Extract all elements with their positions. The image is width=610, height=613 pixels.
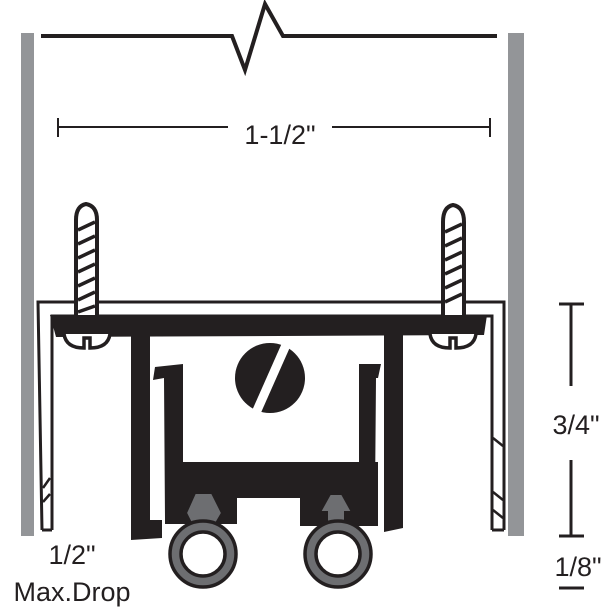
housing-hatch bbox=[41, 437, 504, 519]
height-label: 3/4" bbox=[552, 410, 599, 440]
top-plate bbox=[50, 315, 487, 337]
width-label: 1-1/2" bbox=[244, 120, 315, 150]
drop-caption-label: Max.Drop bbox=[13, 577, 130, 607]
right-jamb bbox=[508, 33, 524, 536]
width-dimension: 1-1/2" bbox=[57, 118, 491, 150]
right-mounting-screw-icon bbox=[428, 202, 478, 350]
right-bulb-seal bbox=[303, 519, 373, 589]
height-dimension bbox=[559, 302, 584, 590]
door-break-line bbox=[41, 0, 497, 77]
inner-carrier bbox=[131, 332, 403, 540]
left-jamb bbox=[21, 33, 34, 536]
drop-value-label: 1/2" bbox=[48, 540, 95, 570]
left-bulb-seal bbox=[168, 519, 238, 589]
bottom-gap-label: 1/8" bbox=[554, 552, 601, 582]
left-mounting-screw-icon bbox=[62, 201, 112, 350]
center-screw-icon bbox=[235, 343, 305, 417]
